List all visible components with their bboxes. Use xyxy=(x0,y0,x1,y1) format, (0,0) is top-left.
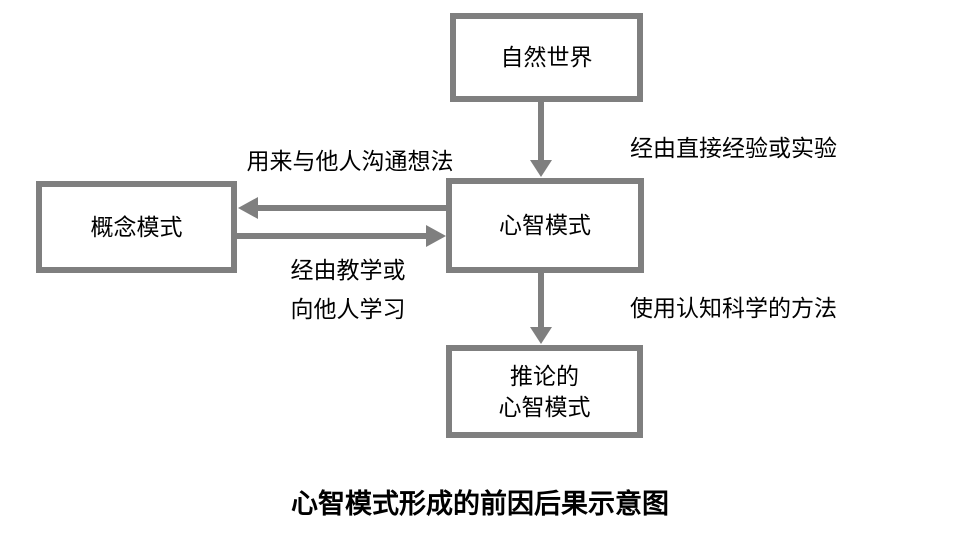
node-natural-world: 自然世界 xyxy=(450,13,643,102)
arrow-mental-to-conceptual xyxy=(238,197,446,219)
node-mental-model: 心智模式 xyxy=(446,178,644,273)
node-inferred-mental-model: 推论的 心智模式 xyxy=(446,345,643,438)
node-inferred-mental-model-label: 推论的 心智模式 xyxy=(498,362,591,420)
edge-label-cognitive-science: 使用认知科学的方法 xyxy=(630,295,837,321)
arrow-conceptual-to-mental xyxy=(237,225,446,247)
node-conceptual-model: 概念模式 xyxy=(36,181,237,273)
edge-label-teach-or-learn: 经由教学或 向他人学习 xyxy=(290,257,406,322)
edge-label-communicate-ideas: 用来与他人沟通想法 xyxy=(246,148,454,174)
arrow-natural-to-mental xyxy=(530,101,552,177)
edge-label-direct-experience: 经由直接经验或实验 xyxy=(630,135,837,161)
diagram-title: 心智模式形成的前因后果示意图 xyxy=(291,489,669,519)
node-mental-model-label: 心智模式 xyxy=(499,212,591,238)
arrow-mental-to-inferred xyxy=(530,272,552,344)
node-conceptual-model-label: 概念模式 xyxy=(90,213,183,240)
node-natural-world-label: 自然世界 xyxy=(500,44,593,70)
